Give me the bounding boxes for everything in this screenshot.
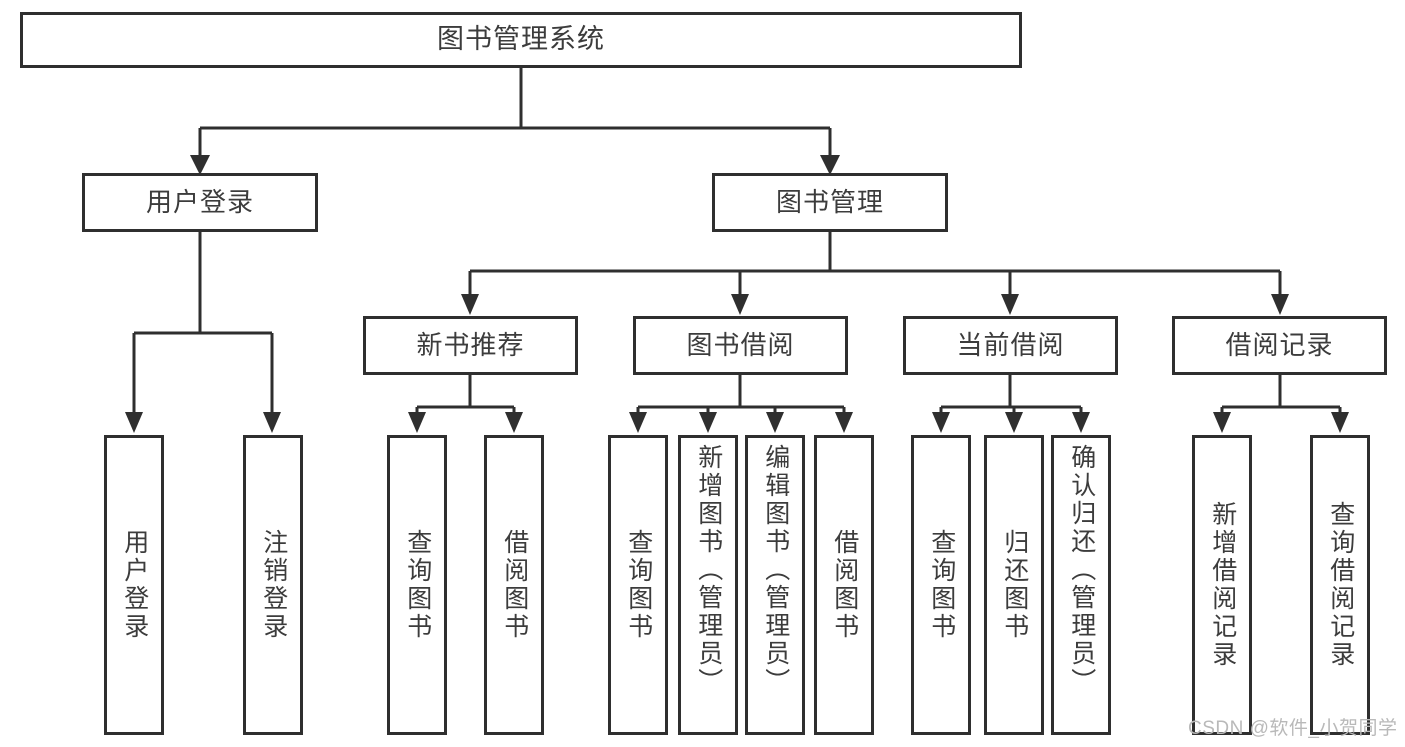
node-leaf-edit-book-admin[interactable]: 编辑图书（管理员） [745,435,805,735]
node-leaf-borrow-book-1[interactable]: 借阅图书 [484,435,544,735]
node-label: 借阅图书 [830,529,859,641]
node-label: 图书借阅 [686,330,795,361]
arrowheads-user-login-leaves [125,412,281,433]
edge-group-new-book-recommend [415,375,516,418]
node-leaf-add-book-admin[interactable]: 新增图书（管理员） [678,435,738,735]
node-leaf-user-logout[interactable]: 注销登录 [243,435,303,735]
node-leaf-add-borrow-record[interactable]: 新增借阅记录 [1192,435,1252,735]
node-user-login[interactable]: 用户登录 [82,173,318,232]
node-leaf-query-borrow-record[interactable]: 查询借阅记录 [1310,435,1370,735]
node-label: 查询图书 [624,529,653,641]
edge-group-book-manage [468,232,1282,300]
edge-group-book-borrow [636,375,846,418]
node-leaf-query-book-3[interactable]: 查询图书 [911,435,971,735]
node-label: 新增图书（管理员） [694,444,723,696]
edge-group-current-borrow [939,375,1083,418]
arrowheads-new-book-recommend-leaves [408,412,523,433]
node-label: 查询图书 [403,529,432,641]
node-label: 新增借阅记录 [1208,501,1237,669]
node-leaf-borrow-book-2[interactable]: 借阅图书 [814,435,874,735]
node-book-borrow[interactable]: 图书借阅 [633,316,848,375]
node-label: 借阅记录 [1225,330,1334,361]
node-root-book-management-system[interactable]: 图书管理系统 [20,12,1022,68]
node-label: 编辑图书（管理员） [761,444,790,696]
node-label: 归还图书 [1000,529,1029,641]
edge-group-borrow-record [1220,375,1342,418]
arrowheads-book-borrow-leaves [629,412,853,433]
node-label: 借阅图书 [500,529,529,641]
watermark-label: CSDN @软件_小贺同学 [1188,718,1398,739]
node-label: 图书管理系统 [437,24,605,55]
node-label: 查询借阅记录 [1326,501,1355,669]
edge-group-user-login [132,232,274,418]
node-label: 用户登录 [145,187,254,218]
node-label: 图书管理 [775,187,884,218]
node-leaf-query-book-1[interactable]: 查询图书 [387,435,447,735]
node-label: 注销登录 [259,529,288,641]
node-leaf-return-book[interactable]: 归还图书 [984,435,1044,735]
node-borrow-record[interactable]: 借阅记录 [1172,316,1387,375]
node-label: 新书推荐 [416,330,525,361]
arrowheads-current-borrow-leaves [932,412,1090,433]
node-book-manage[interactable]: 图书管理 [712,173,948,232]
arrowheads-borrow-record-leaves [1213,412,1349,433]
node-leaf-user-login[interactable]: 用户登录 [104,435,164,735]
node-new-book-recommend[interactable]: 新书推荐 [363,316,578,375]
node-leaf-query-book-2[interactable]: 查询图书 [608,435,668,735]
node-label: 查询图书 [927,529,956,641]
node-leaf-confirm-return-admin[interactable]: 确认归还（管理员） [1051,435,1111,735]
node-label: 用户登录 [120,529,149,641]
edge-group-root [198,68,832,160]
arrowheads-level3 [461,294,1289,315]
node-current-borrow[interactable]: 当前借阅 [903,316,1118,375]
arrowheads-level2 [190,155,840,175]
node-label: 确认归还（管理员） [1067,444,1096,696]
node-label: 当前借阅 [956,330,1065,361]
